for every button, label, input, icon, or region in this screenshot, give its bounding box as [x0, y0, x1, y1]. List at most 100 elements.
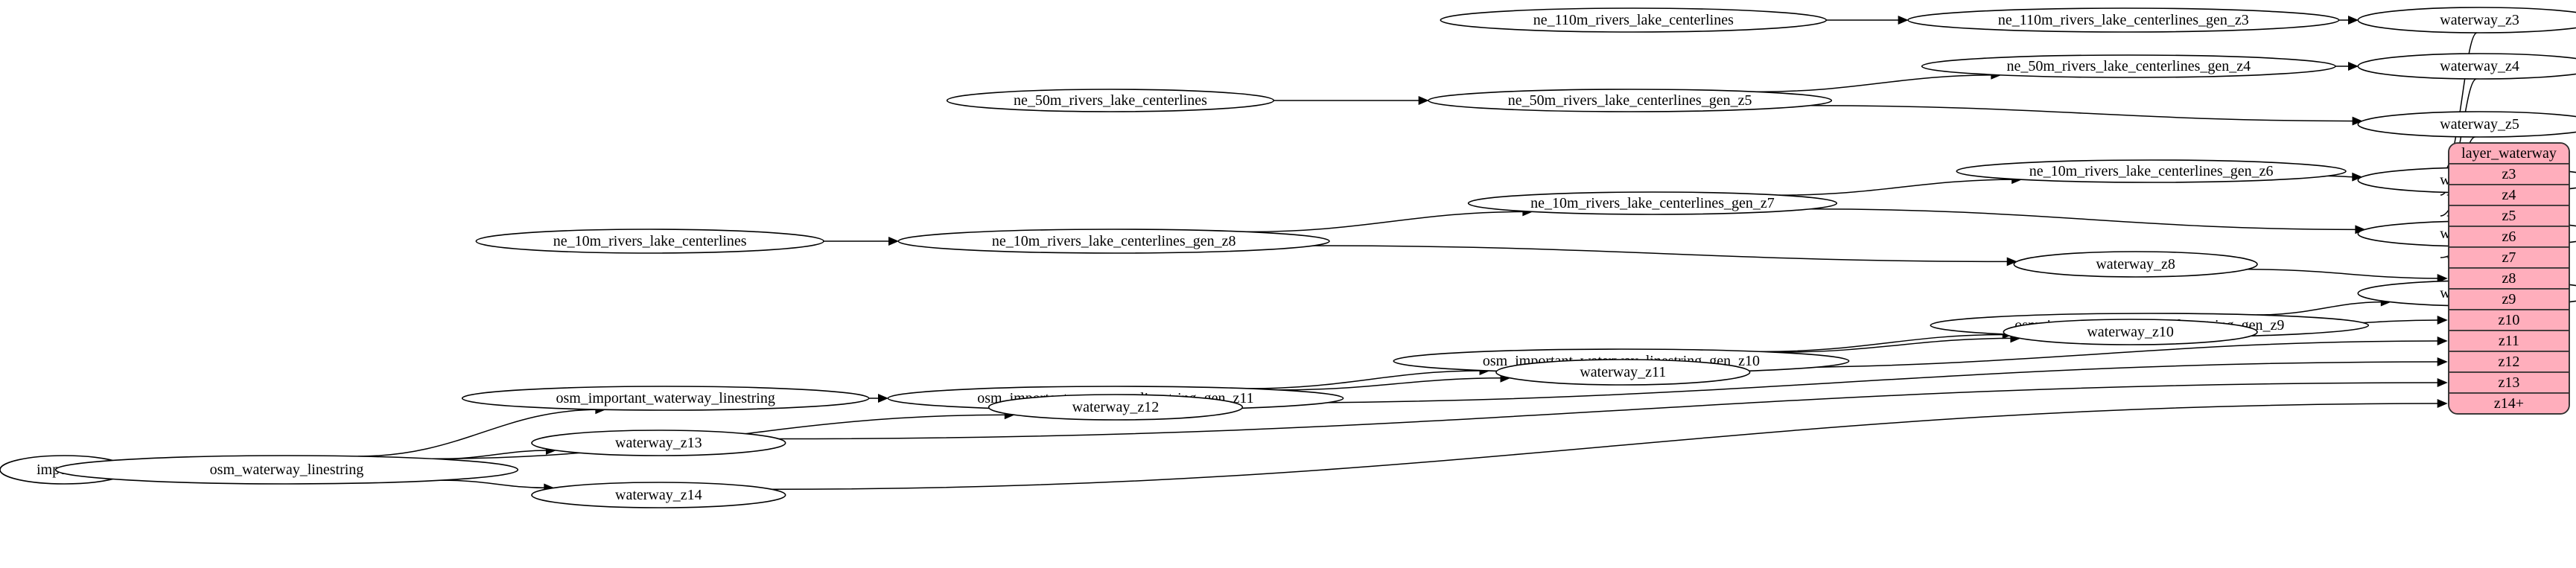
node-ne_110m_rivers_lake_centerlines[interactable]: ne_110m_rivers_lake_centerlines: [1440, 7, 1828, 33]
node-shape: [2357, 53, 2576, 80]
node-waterway_z5[interactable]: waterway_z5: [2357, 111, 2576, 138]
node-ne_50m_rivers_lake_centerlines_gen_z4[interactable]: ne_50m_rivers_lake_centerlines_gen_z4: [1921, 54, 2336, 78]
edge-arrowhead: [2437, 316, 2448, 325]
node-shape: [1428, 89, 1833, 112]
edge-osm_important_waterway_linestring_gen_z10--to--waterway_z10: [1775, 337, 2014, 353]
table-row-label-z3: z3: [2502, 166, 2516, 182]
table-layer: layer_waterwayz3z4z5z6z7z8z9z10z11z12z13…: [2448, 142, 2570, 415]
table-row-z5[interactable]: [2449, 205, 2569, 227]
table-row-label-z4: z4: [2502, 187, 2516, 203]
table-row-label-z12: z12: [2499, 354, 2520, 370]
edge-osm_waterway_linestring--to--osm_important_waterway_linestring: [357, 409, 599, 457]
table-row-label-z9: z9: [2502, 291, 2516, 307]
node-label: osm_important_waterway_linestring: [556, 390, 775, 406]
node-layer: imposm3osm_waterway_linestringosm_import…: [0, 7, 2576, 508]
node-ne_10m_rivers_lake_centerlines[interactable]: ne_10m_rivers_lake_centerlines: [475, 229, 824, 254]
edge-osm_waterway_linestring--to--waterway_z13: [436, 450, 550, 460]
table-row-label-z11: z11: [2499, 333, 2519, 349]
node-shape: [897, 229, 1330, 254]
node-waterway_z13[interactable]: waterway_z13: [531, 430, 786, 456]
node-ne_10m_rivers_lake_centerlines_gen_z8[interactable]: ne_10m_rivers_lake_centerlines_gen_z8: [897, 229, 1330, 254]
node-label: waterway_z4: [2440, 58, 2519, 74]
node-label: ne_10m_rivers_lake_centerlines_gen_z6: [2029, 163, 2274, 179]
edge-osm_important_waterway_linestring_gen_z11--to--waterway_z11: [1278, 377, 1504, 391]
edge-ne_50m_rivers_lake_centerlines_gen_z5--to--waterway_z5: [1810, 105, 2356, 122]
edge-layer: [48, 16, 2478, 493]
node-label: waterway_z8: [2096, 256, 2175, 272]
edge-arrowhead: [2006, 257, 2017, 267]
table-row-z11[interactable]: [2449, 330, 2569, 352]
edge-arrowhead: [2352, 116, 2363, 126]
edge-waterway_z13--to--layer_waterway.z13: [778, 382, 2441, 440]
edge-waterway_z12--to--layer_waterway.z12: [1235, 361, 2441, 404]
node-ne_10m_rivers_lake_centerlines_gen_z6[interactable]: ne_10m_rivers_lake_centerlines_gen_z6: [1956, 159, 2347, 183]
node-waterway_z4[interactable]: waterway_z4: [2357, 53, 2576, 80]
node-label: waterway_z12: [1072, 399, 1160, 415]
node-shape: [2003, 319, 2258, 345]
table-row-z14+[interactable]: [2449, 392, 2569, 414]
node-shape: [2013, 251, 2258, 278]
node-waterway_z8[interactable]: waterway_z8: [2013, 251, 2258, 278]
edge-arrowhead: [888, 237, 900, 246]
edge-arrowhead: [2437, 399, 2448, 408]
node-waterway_z10[interactable]: waterway_z10: [2003, 319, 2258, 345]
node-ne_110m_rivers_lake_centerlines_gen_z3[interactable]: ne_110m_rivers_lake_centerlines_gen_z3: [1907, 7, 2340, 33]
table-row-label-z7: z7: [2502, 249, 2516, 266]
node-ne_10m_rivers_lake_centerlines_gen_z7[interactable]: ne_10m_rivers_lake_centerlines_gen_z7: [1467, 191, 1838, 215]
table-row-label-z8: z8: [2502, 270, 2516, 287]
node-label: waterway_z11: [1580, 364, 1666, 380]
node-waterway_z3[interactable]: waterway_z3: [2357, 7, 2576, 33]
node-label: ne_50m_rivers_lake_centerlines: [1014, 92, 1207, 109]
edge-waterway_z14--to--layer_waterway.z14+: [771, 403, 2441, 490]
edge-waterway_z8--to--layer_waterway.z8: [2247, 269, 2441, 279]
node-label: waterway_z13: [615, 435, 702, 451]
node-shape: [531, 430, 786, 456]
table-row-label-z14+: z14+: [2494, 395, 2524, 412]
node-label: waterway_z10: [2087, 324, 2174, 340]
node-label: waterway_z3: [2440, 12, 2519, 28]
node-shape: [2357, 111, 2576, 138]
node-shape: [1467, 191, 1838, 215]
table-row-z9[interactable]: [2449, 288, 2569, 310]
edge-ne_50m_rivers_lake_centerlines_gen_z5--to--ne_50m_rivers_lake_centerlines_gen_z4: [1756, 74, 1994, 93]
table-outline: [2448, 142, 2570, 415]
table-row-z13[interactable]: [2449, 371, 2569, 394]
node-label: osm_waterway_linestring: [210, 462, 364, 478]
edge-arrowhead: [2437, 336, 2448, 345]
node-waterway_z12[interactable]: waterway_z12: [988, 394, 1244, 421]
node-shape: [946, 89, 1275, 112]
edge-arrowhead: [2437, 357, 2448, 366]
edge-osm_important_waterway_linestring_gen_z9--to--waterway_z9: [2257, 301, 2385, 316]
node-shape: [988, 394, 1244, 421]
node-shape: [1440, 7, 1828, 33]
node-shape: [475, 229, 824, 254]
node-shape: [1495, 359, 1751, 386]
edge-ne_10m_rivers_lake_centerlines_gen_z7--to--waterway_z7: [1810, 208, 2359, 231]
node-waterway_z14[interactable]: waterway_z14: [531, 482, 786, 508]
node-waterway_z11[interactable]: waterway_z11: [1495, 359, 1751, 386]
edge-arrowhead: [878, 394, 889, 403]
edge-arrowhead: [2347, 62, 2359, 71]
node-label: waterway_z5: [2440, 116, 2519, 133]
edge-arrowhead: [2437, 378, 2448, 387]
node-osm_waterway_linestring[interactable]: osm_waterway_linestring: [54, 455, 519, 485]
node-label: ne_110m_rivers_lake_centerlines: [1533, 12, 1734, 28]
table-row-label-z5: z5: [2502, 208, 2516, 224]
node-label: waterway_z14: [615, 487, 702, 503]
edge-arrowhead: [2437, 274, 2448, 283]
edge-ne_10m_rivers_lake_centerlines_gen_z7--to--ne_10m_rivers_lake_centerlines_gen_z6: [1778, 179, 2015, 196]
edge-ne_10m_rivers_lake_centerlines_gen_z8--to--ne_10m_rivers_lake_centerlines_gen_z7: [1247, 211, 1526, 233]
node-osm_important_waterway_linestring[interactable]: osm_important_waterway_linestring: [461, 386, 870, 411]
edge-arrowhead: [1898, 16, 1909, 25]
node-label: ne_10m_rivers_lake_centerlines: [553, 233, 747, 249]
node-ne_50m_rivers_lake_centerlines_gen_z5[interactable]: ne_50m_rivers_lake_centerlines_gen_z5: [1428, 89, 1833, 112]
node-label: ne_110m_rivers_lake_centerlines_gen_z3: [1998, 12, 2249, 28]
node-ne_50m_rivers_lake_centerlines[interactable]: ne_50m_rivers_lake_centerlines: [946, 89, 1275, 112]
edge-arrowhead: [1418, 96, 1429, 105]
edge-osm_important_waterway_linestring_gen_z10--to--osm_important_waterway_linestring_gen_z9: [1760, 334, 2006, 353]
node-shape: [2357, 7, 2576, 33]
table-row-label-z10: z10: [2499, 312, 2520, 328]
node-shape: [54, 455, 519, 485]
node-label: ne_50m_rivers_lake_centerlines_gen_z4: [2006, 58, 2251, 74]
